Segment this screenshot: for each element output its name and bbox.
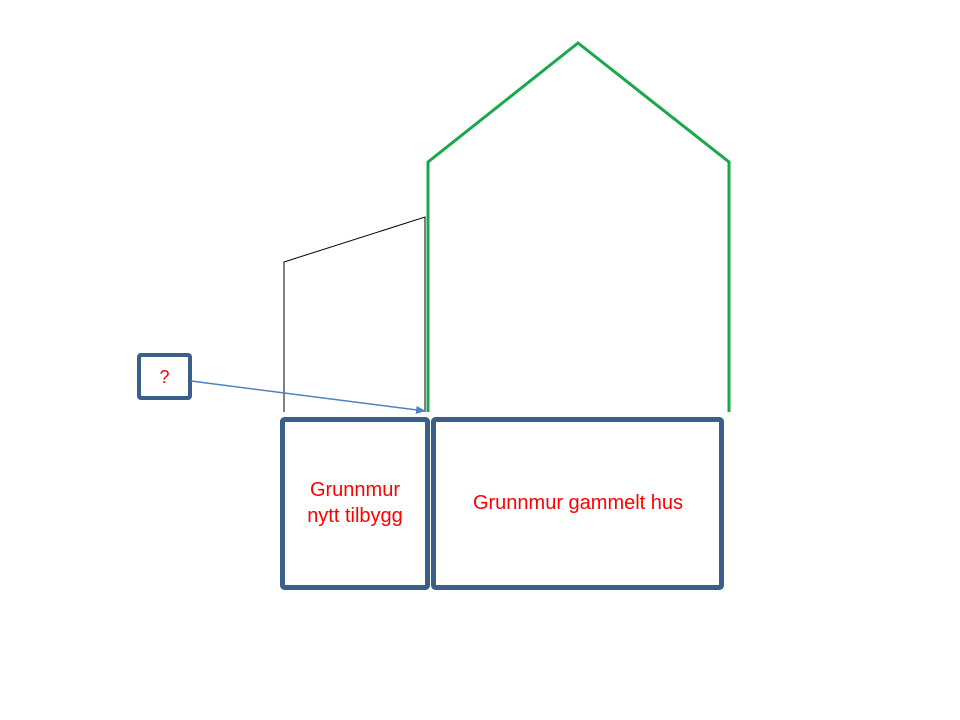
- question-box: [137, 353, 192, 400]
- extension-outline: [283, 216, 426, 412]
- foundation-old-box: [431, 417, 724, 590]
- question-label: ?: [159, 366, 170, 387]
- pointer-arrow: [190, 380, 426, 414]
- foundation-old-label: Grunnmur gammelt hus: [472, 492, 684, 514]
- foundation-new-box: [280, 417, 430, 590]
- old-house-outline: [426, 41, 731, 412]
- foundation-new-label: Grunnmur nytt tilbygg: [307, 479, 403, 527]
